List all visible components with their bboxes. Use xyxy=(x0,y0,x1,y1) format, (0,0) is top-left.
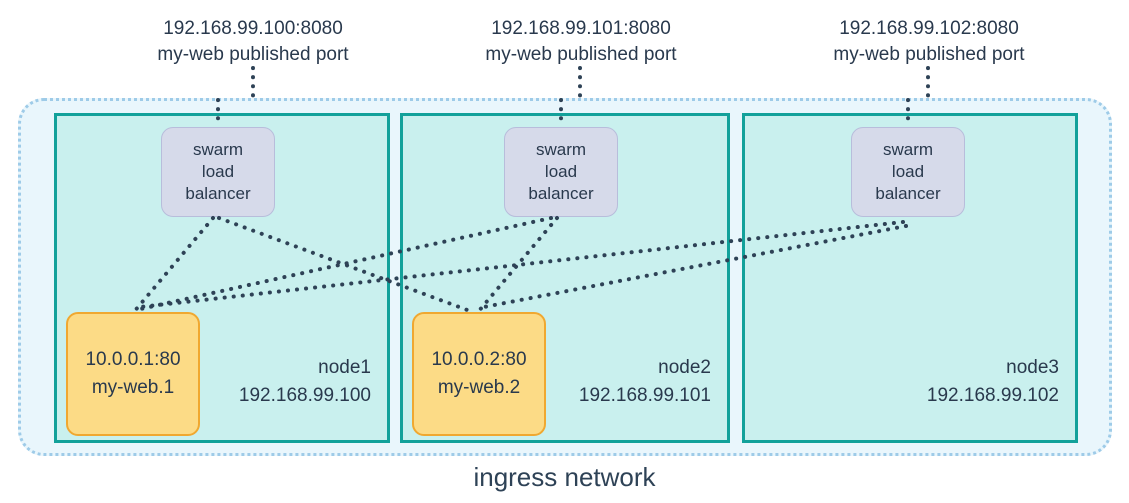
lb-label-line1-node1: swarm xyxy=(192,140,244,159)
task-name-my-web-1: my-web.1 xyxy=(91,377,175,398)
lb-label-line3-node1: balancer xyxy=(185,184,251,203)
lb-label-line3-node3: balancer xyxy=(875,184,941,203)
task-container-my-web-1: 10.0.0.1:80 my-web.1 xyxy=(66,312,200,436)
node-ip-node3: 192.168.99.102 xyxy=(926,385,1059,406)
node-name-node3: node3 xyxy=(1006,357,1059,378)
published-port-label-node2: 192.168.99.101:8080 my-web published por… xyxy=(466,16,696,68)
lb-label-line3-node2: balancer xyxy=(528,184,594,203)
task-container-my-web-2: 10.0.0.2:80 my-web.2 xyxy=(412,312,546,436)
lb-label-line1-node3: swarm xyxy=(882,140,934,159)
node-ip-node2: 192.168.99.101 xyxy=(578,385,711,406)
ingress-network-label: ingress network xyxy=(473,462,656,492)
task-address-my-web-2: 10.0.0.2:80 xyxy=(431,349,527,370)
published-port-desc-node2: my-web published port xyxy=(485,44,677,65)
published-port-desc-node3: my-web published port xyxy=(833,44,1025,65)
task-address-my-web-1: 10.0.0.1:80 xyxy=(85,349,181,370)
node-caption-node1: node1 192.168.99.100 xyxy=(239,354,371,410)
node-ip-node1: 192.168.99.100 xyxy=(238,385,371,406)
task-name-my-web-2: my-web.2 xyxy=(437,377,521,398)
published-port-desc-node1: my-web published port xyxy=(157,44,349,65)
swarm-load-balancer-node3: swarm load balancer xyxy=(851,127,965,217)
node-name-node2: node2 xyxy=(658,357,711,378)
lb-label-line2-node1: load xyxy=(201,162,235,181)
swarm-load-balancer-node1: swarm load balancer xyxy=(161,127,275,217)
published-port-address-node3: 192.168.99.102:8080 xyxy=(839,18,1019,39)
node-name-node1: node1 xyxy=(318,357,371,378)
node-caption-node3: node3 192.168.99.102 xyxy=(927,354,1059,410)
published-port-address-node2: 192.168.99.101:8080 xyxy=(491,18,671,39)
lb-label-line2-node2: load xyxy=(544,162,578,181)
node-caption-node2: node2 192.168.99.101 xyxy=(579,354,711,410)
lb-label-line1-node2: swarm xyxy=(535,140,587,159)
published-port-address-node1: 192.168.99.100:8080 xyxy=(163,18,343,39)
published-port-label-node3: 192.168.99.102:8080 my-web published por… xyxy=(814,16,1044,68)
lb-label-line2-node3: load xyxy=(891,162,925,181)
published-port-label-node1: 192.168.99.100:8080 my-web published por… xyxy=(138,16,368,68)
swarm-load-balancer-node2: swarm load balancer xyxy=(504,127,618,217)
